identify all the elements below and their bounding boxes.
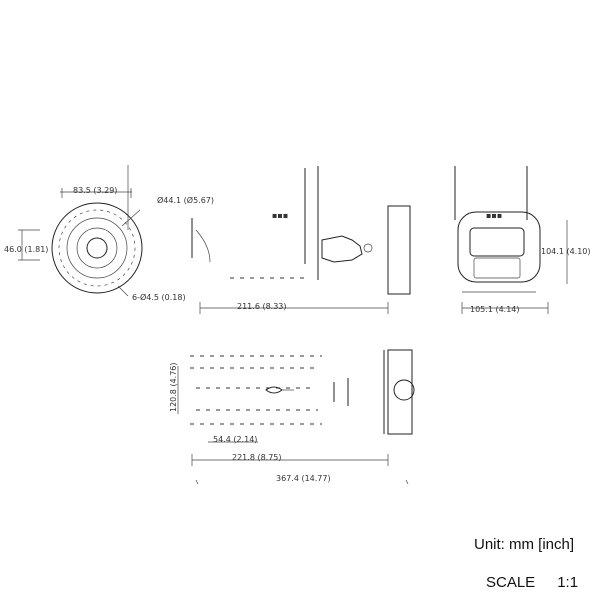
rear-label-mark: ▪▪▪ [486,211,502,220]
top-view: 120.8 (4.76) 54.4 (2.14) 221.8 (8.75) 36… [169,349,415,485]
top-total-dim: 221.8 (8.75) [232,453,282,462]
front-lens-dia-dim: Ø44.1 (Ø5.67) [157,195,214,205]
rear-view: ▪▪▪ 104.1 (4.10) 105.1 (4.14) [454,166,591,314]
unit-label: Unit: mm [inch] [474,536,575,553]
top-overall-dim: 367.4 (14.77) [276,474,331,483]
front-view: 83.5 (3.29) Ø44.1 (Ø5.67) 46.0 (1.81) 6-… [4,165,214,302]
rear-height-dim: 104.1 (4.10) [541,247,591,256]
side-label-mark: ▪▪▪ [272,211,288,220]
front-holes-dim: 6-Ø4.5 (0.18) [132,292,186,302]
scale-value: 1:1 [557,574,579,591]
top-depth-dim: 120.8 (4.76) [169,363,178,413]
front-height-dim: 46.0 (1.81) [4,245,48,254]
front-width-dim: 83.5 (3.29) [73,186,117,195]
side-length-dim: 211.6 (8.33) [237,302,287,311]
side-view: 211.6 (8.33) ▪▪▪ [191,166,411,314]
top-body-dim: 54.4 (2.14) [213,435,257,444]
scale-label: SCALE [486,574,536,591]
rear-width-dim: 105.1 (4.14) [470,305,520,314]
scale-row: SCALE 1:1 [486,574,578,591]
